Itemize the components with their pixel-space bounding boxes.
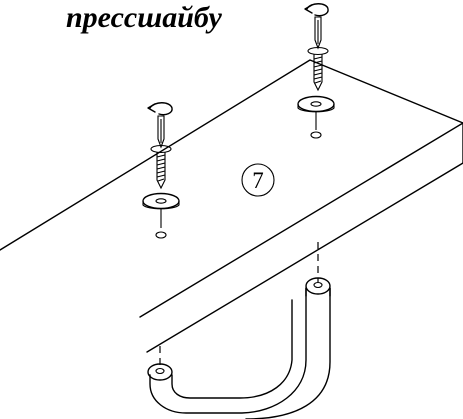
handle-left-end xyxy=(147,363,173,381)
screwdriver-icon xyxy=(314,16,322,50)
board-front-bottom-edge xyxy=(146,162,463,353)
fastener-right xyxy=(297,3,335,139)
screw-icon xyxy=(150,144,172,190)
fastener-left xyxy=(142,102,180,239)
board-front-edge xyxy=(139,122,463,318)
step-number: 7 xyxy=(252,168,264,193)
step-circle xyxy=(241,163,275,197)
handle-right-end xyxy=(305,277,331,295)
screw-icon xyxy=(307,46,329,92)
handle-left-leg xyxy=(171,299,293,399)
press-washer-icon xyxy=(297,95,335,113)
clockwise-rotation-arrow-icon xyxy=(147,102,173,116)
u-handle xyxy=(147,277,331,419)
board-panel xyxy=(0,59,463,353)
caption-text: прессшайбу xyxy=(66,1,222,34)
step-marker: 7 xyxy=(241,163,275,197)
press-washer-icon xyxy=(142,192,180,210)
clockwise-rotation-arrow-icon xyxy=(304,3,329,17)
alignment-guides xyxy=(159,242,319,370)
screwdriver-icon xyxy=(157,115,165,149)
board-back-edge xyxy=(0,59,463,251)
handle-right-leg-outer xyxy=(149,287,307,414)
pilot-hole-icon xyxy=(310,131,322,139)
handle-right-leg-inner xyxy=(245,287,331,419)
pilot-hole-icon xyxy=(155,231,167,239)
